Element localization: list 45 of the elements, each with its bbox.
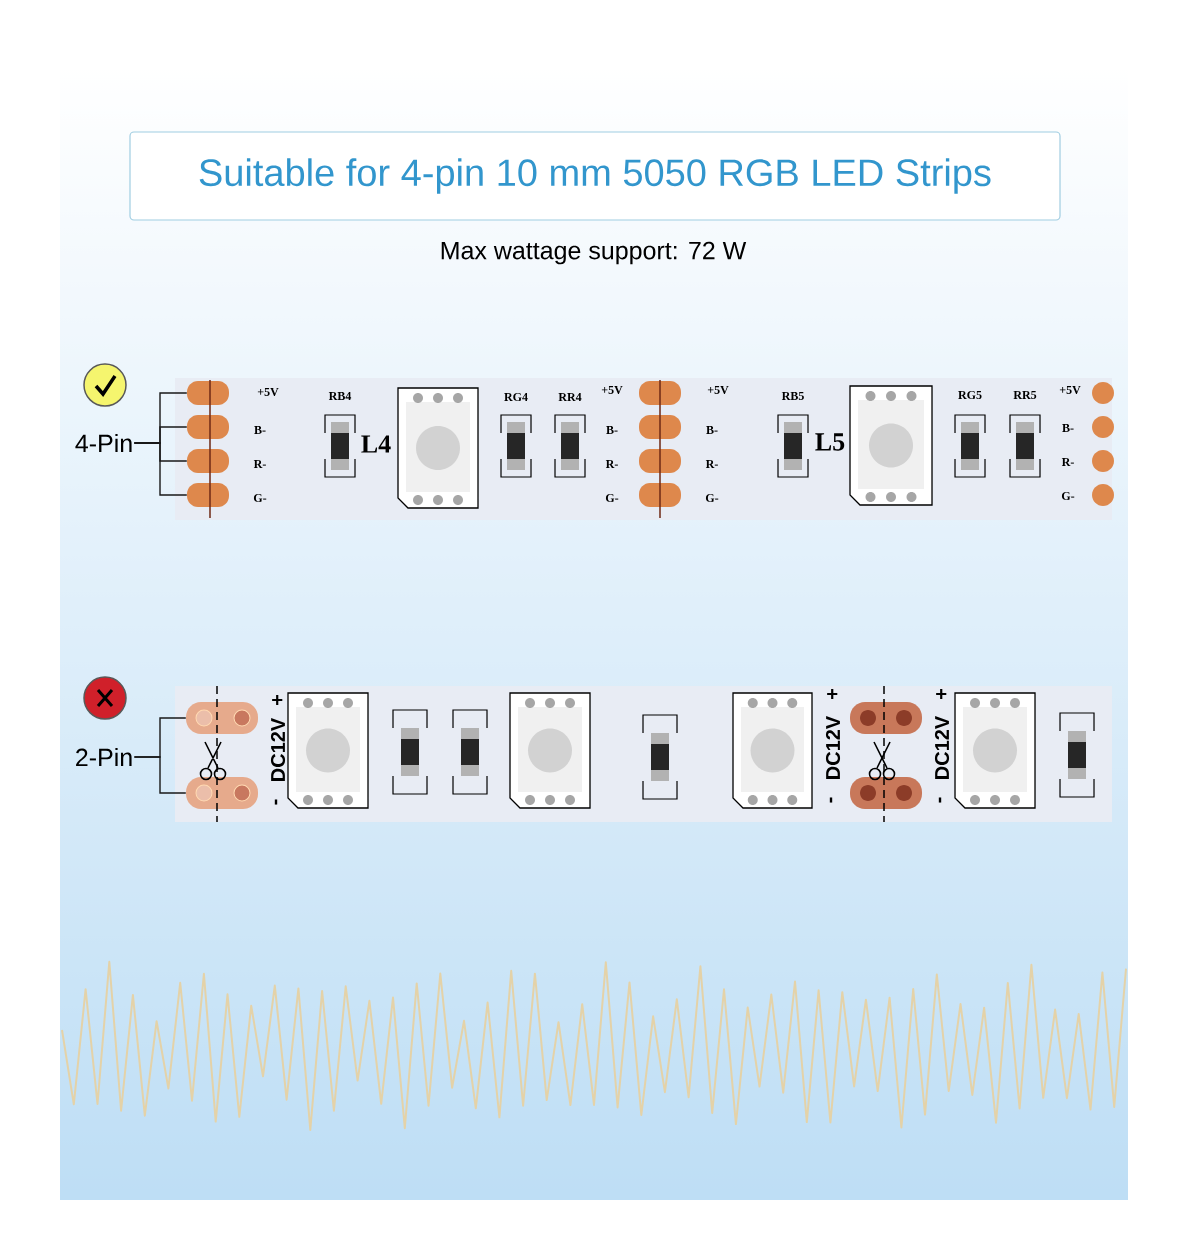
pcb-label: RB5 (781, 392, 804, 400)
solder-pad (639, 449, 681, 473)
title-box: Suitable for 4-pin 10 mm 5050 RGB LED Strips (129, 131, 1061, 221)
solder-pad (187, 449, 229, 473)
leader-line (133, 756, 187, 794)
pcb-label: RR5 (1013, 391, 1037, 399)
pcb-label: R- (605, 460, 618, 468)
pcb-label: RR4 (558, 393, 582, 401)
pcb-label: B- (254, 426, 266, 434)
pcb-label: G- (253, 493, 267, 503)
pcb-label: +5V (707, 386, 729, 395)
pcb-label: - (829, 797, 833, 803)
solder-pad (639, 415, 681, 439)
solder-pad (187, 381, 229, 405)
pcb-label: R- (253, 460, 266, 468)
pcb-label: R- (705, 460, 718, 468)
pcb-label: DC12V (934, 715, 950, 779)
pcb-label: G- (705, 493, 719, 503)
pcb-label: + (827, 689, 838, 699)
pcb-label: G- (605, 493, 619, 503)
pcb-label: DC12V (270, 717, 286, 781)
pcb-label: RG5 (958, 390, 982, 400)
solder-pad (187, 415, 229, 439)
pcb-label: DC12V (825, 715, 841, 779)
pcb-label: R- (1061, 458, 1074, 466)
pcb-label: L5 (815, 433, 845, 451)
pcb-label: B- (1062, 424, 1074, 432)
solder-pad (187, 483, 229, 507)
pcb-label: - (938, 797, 942, 803)
leader-line (133, 442, 188, 496)
pcb-label: L4 (361, 435, 391, 453)
pcb-label: +5V (257, 388, 279, 397)
solder-pad (639, 381, 681, 405)
pcb-label: RB4 (328, 392, 352, 400)
pcb-label: +5V (1059, 386, 1081, 395)
pin-label: 2-Pin (76, 747, 132, 767)
pcb-label: B- (606, 426, 618, 434)
pcb-label: +5V (601, 386, 623, 395)
pcb-label: + (936, 689, 947, 699)
solder-pad (639, 483, 681, 507)
pcb-label: B- (706, 426, 718, 434)
pcb-label: RG4 (504, 392, 528, 402)
pcb-label: G- (1061, 491, 1075, 501)
pin-label: 4-Pin (75, 433, 132, 453)
pcb-label: + (272, 695, 283, 705)
